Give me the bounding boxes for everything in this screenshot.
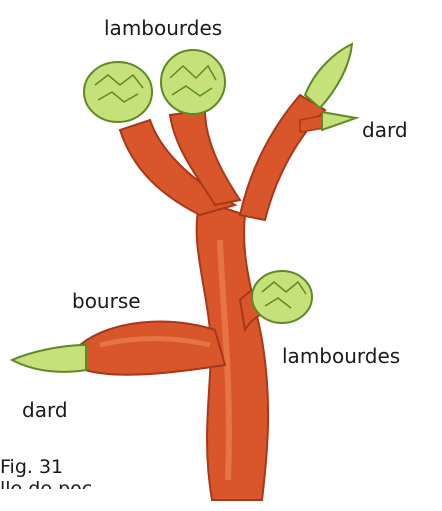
label-bourse: bourse [72, 289, 141, 313]
dard-bud-small-right [322, 112, 356, 130]
label-dard-left: dard [22, 398, 68, 422]
label-lambourdes-top: lambourdes [104, 16, 222, 40]
caption-partial-line: lle de poc [0, 478, 160, 489]
branch-right-upper [240, 95, 325, 220]
label-lambourdes-right: lambourdes [282, 344, 400, 368]
lambourde-bud-top-left [84, 62, 152, 122]
figure-number: Fig. 31 [0, 456, 63, 478]
dard-bud-left [12, 345, 86, 372]
lambourde-bud-top-middle [161, 50, 225, 114]
lambourde-bud-right [252, 271, 312, 323]
dard-bud-top-right [305, 44, 352, 108]
bourse-branch [80, 322, 225, 375]
figure-caption: Fig. 31 lle de poc [0, 456, 160, 489]
label-dard-right: dard [362, 118, 408, 142]
